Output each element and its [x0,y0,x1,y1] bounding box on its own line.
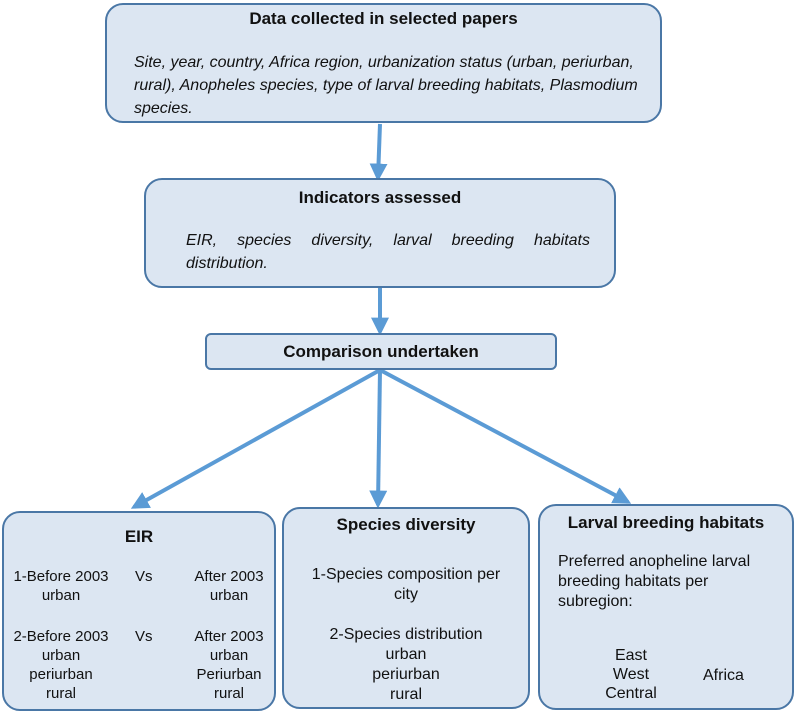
species-item-1: 1-Species composition per city [311,566,501,603]
eir-title: EIR [124,527,154,546]
arrow-comparison-to-larval [379,368,632,504]
eir-box: EIR 1-Before 2003 urban Vs After 2003 ur… [2,511,276,711]
data-collected-box: Data collected in selected papers Site, … [105,3,662,123]
arrow-comparison-to-eir [130,368,381,509]
larval-regions: East West Central [596,646,666,703]
region-west: West [612,666,650,683]
species-item-2: 2-Species distribution urban periurban r… [329,626,483,703]
arrow-comparison-to-species [369,369,388,509]
africa-label: Africa [703,667,744,684]
region-central: Central [605,685,657,702]
region-east: East [614,647,647,664]
eir-row1-left: 1-Before 2003 urban [13,568,109,604]
eir-row2-vs: Vs [135,628,153,645]
larval-habitats-box: Larval breeding habitats Preferred anoph… [538,504,794,710]
larval-habitats-title: Larval breeding habitats [567,513,765,532]
data-collected-title: Data collected in selected papers [249,9,518,28]
indicators-box: Indicators assessed EIR, species diversi… [144,178,616,288]
arrow-data-to-indicators [369,123,388,182]
species-diversity-box: Species diversity 1-Species composition … [282,507,530,709]
eir-row2-left: 2-Before 2003 urban periurban rural [13,628,109,702]
larval-habitats-intro: Preferred anopheline larval breeding hab… [558,553,751,610]
indicators-text: EIR, species diversity, larval breeding … [186,232,590,272]
eir-row1-right: After 2003 urban [194,568,264,604]
data-collected-text: Site, year, country, Africa region, urba… [134,54,638,117]
eir-row1-vs: Vs [135,568,153,585]
species-diversity-title: Species diversity [336,515,476,534]
eir-row2-right: After 2003 urban Periurban rural [194,628,264,702]
comparison-box: Comparison undertaken [205,333,557,370]
indicators-title: Indicators assessed [298,188,462,207]
comparison-title: Comparison undertaken [283,342,479,361]
